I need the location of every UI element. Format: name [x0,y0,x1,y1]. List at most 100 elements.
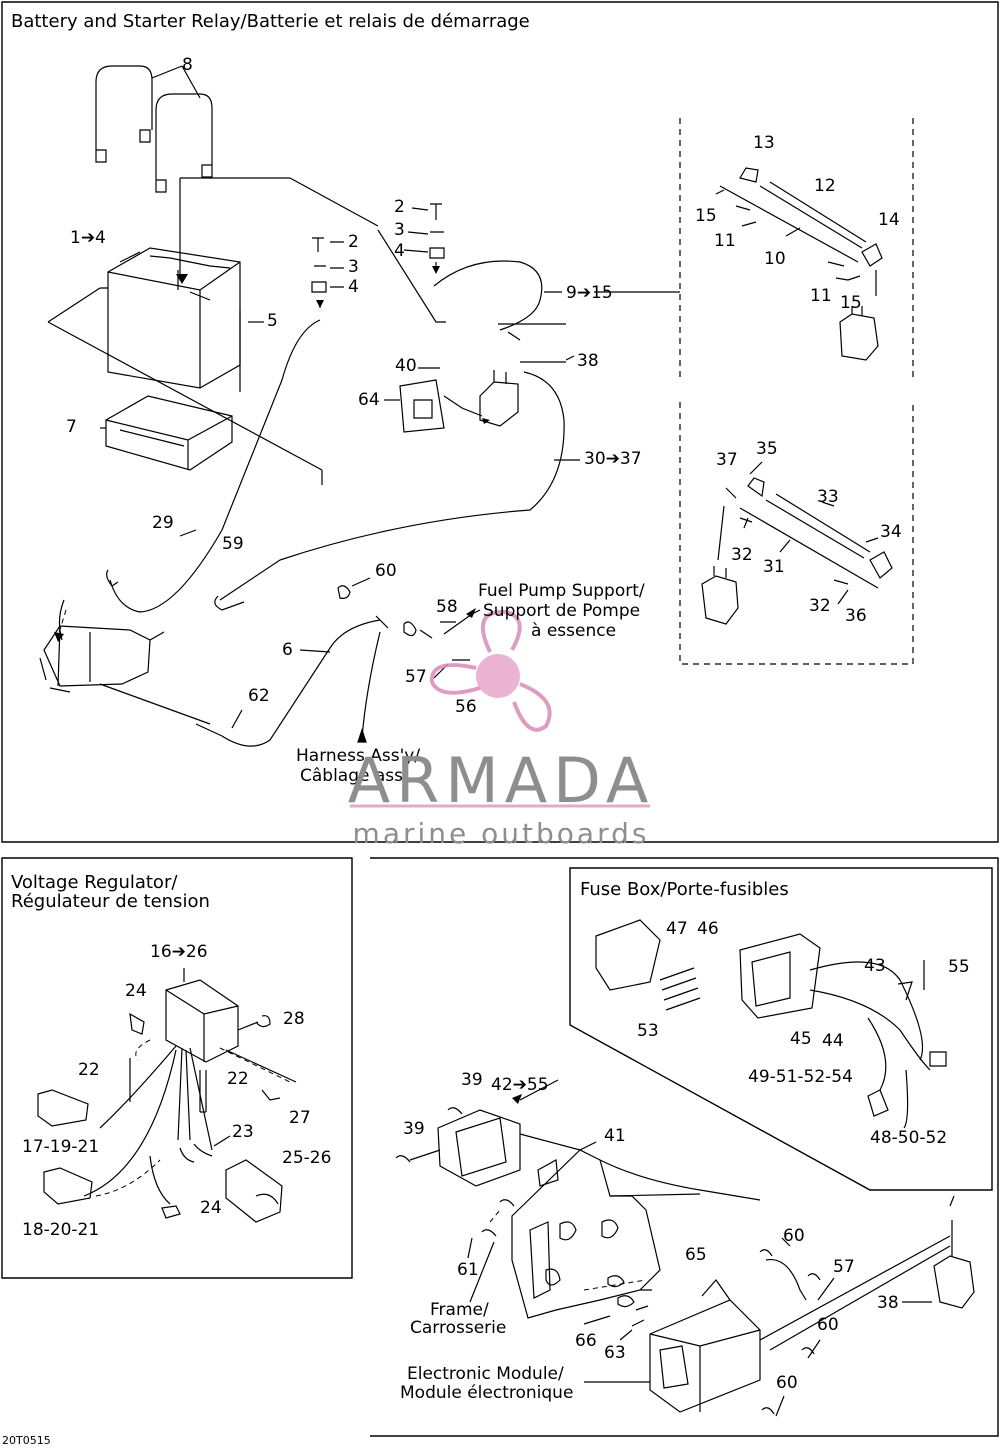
armada-watermark: ARMADA marine outboards [346,750,656,848]
callout: 40 [395,356,417,376]
callout: 13 [753,133,775,153]
fuse-harness [809,961,931,1129]
callout: 4 [348,277,359,297]
callout: 22 [227,1069,249,1089]
callout: 48-50-52 [870,1128,948,1148]
fuel-pump-label-line2: Support de Pompe [483,601,641,621]
callout: 43 [864,956,886,976]
callout: 60 [817,1315,839,1335]
figure-code: 20T0515 [2,1434,51,1447]
callout: 25-26 [282,1148,332,1168]
callout: 37 [716,450,738,470]
relay-bottom [701,566,739,625]
callout: 58 [436,597,458,617]
connector-25-26 [225,1159,283,1223]
callout: 49-51-52-54 [748,1067,853,1087]
callout: 38 [577,351,599,371]
callout: 45 [790,1029,812,1049]
callout: 55 [948,957,970,977]
frame-label-line1: Frame/ [430,1300,489,1320]
callout: 9➔15 [566,283,613,303]
electronic-module [649,1299,761,1413]
callout: 29 [152,513,174,533]
callout: 4 [394,241,405,261]
callout: 39 [461,1070,483,1090]
lower-right-frame [370,857,999,1437]
callout: 62 [248,686,270,706]
callout: 3 [348,257,359,277]
callout: 44 [822,1031,844,1051]
cable-31 [739,507,879,589]
battery-strap [95,65,153,163]
callout: 15 [840,293,862,313]
callout: 60 [783,1226,805,1246]
callout: 24 [125,981,147,1001]
callout: 32 [731,545,753,565]
cable-29 [109,319,321,613]
callout: 33 [817,487,839,507]
callout: 8 [182,55,193,75]
callout: 32 [809,596,831,616]
callout: 7 [66,417,77,437]
callout: 16➔26 [150,942,208,962]
cable-12 [759,181,867,249]
callout: 6 [282,640,293,660]
callout: 2 [394,197,405,217]
callout: 31 [763,557,785,577]
callout: 59 [222,534,244,554]
callout: 11 [714,231,736,251]
callout: 36 [845,606,867,626]
callout: 15 [695,206,717,226]
callout: 66 [575,1331,597,1351]
callout: 22 [78,1060,100,1080]
callout: 3 [394,220,405,240]
battery-section-frame [1,1,999,843]
callout: 23 [232,1122,254,1142]
cable-10 [719,185,859,263]
callout: 57 [405,667,427,687]
battery-section-title: Battery and Starter Relay/Batterie et re… [11,11,530,32]
harness-label-line2: Câblage ass. [300,766,409,786]
fuse-block-42-55 [437,1109,521,1187]
cable-6 [221,619,381,747]
connector-17-19-21 [37,1089,89,1127]
callout: 60 [776,1373,798,1393]
relay-bracket [399,379,445,433]
connector-18-20-21 [43,1167,93,1205]
fuel-pump-label-line1: Fuel Pump Support/ [478,581,645,601]
callout: 1➔4 [70,228,106,248]
voltage-regulator-title-line1: Voltage Regulator/ [11,872,178,893]
battery [107,247,241,389]
cable-9-15 [433,260,543,331]
relay-top [839,306,879,361]
module-label-line1: Electronic Module/ [407,1364,564,1384]
fuse-box [739,933,821,1019]
starter-relay [479,370,519,427]
relay-detail-frame-bottom [679,402,914,665]
callout: 18-20-21 [22,1220,100,1240]
callout: 12 [814,176,836,196]
callout: 64 [358,390,380,410]
callout: 53 [637,1021,659,1041]
voltage-regulator-frame [1,857,353,1279]
callout: 47 [666,919,688,939]
callout: 2 [348,232,359,252]
voltage-regulator-title-line2: Régulateur de tension [11,891,210,912]
callout: 56 [455,697,477,717]
callout: 34 [880,522,902,542]
battery-tray [105,395,233,471]
relay-detail-frame-top [679,118,914,382]
relay-38-lower [933,1220,975,1309]
callout: 35 [756,439,778,459]
voltage-regulator [165,979,239,1063]
callout: 5 [267,311,278,331]
harness-label-line1: Harness Ass'y/ [296,746,421,766]
callout: 63 [604,1343,626,1363]
callout: 39 [403,1119,425,1139]
fuse-box-title: Fuse Box/Porte-fusibles [580,879,789,900]
fuses [659,967,701,1011]
callout: 41 [604,1126,626,1146]
module-label-line2: Module électronique [400,1383,574,1403]
callout: 28 [283,1009,305,1029]
fuel-pump-label-line3: à essence [531,621,617,641]
